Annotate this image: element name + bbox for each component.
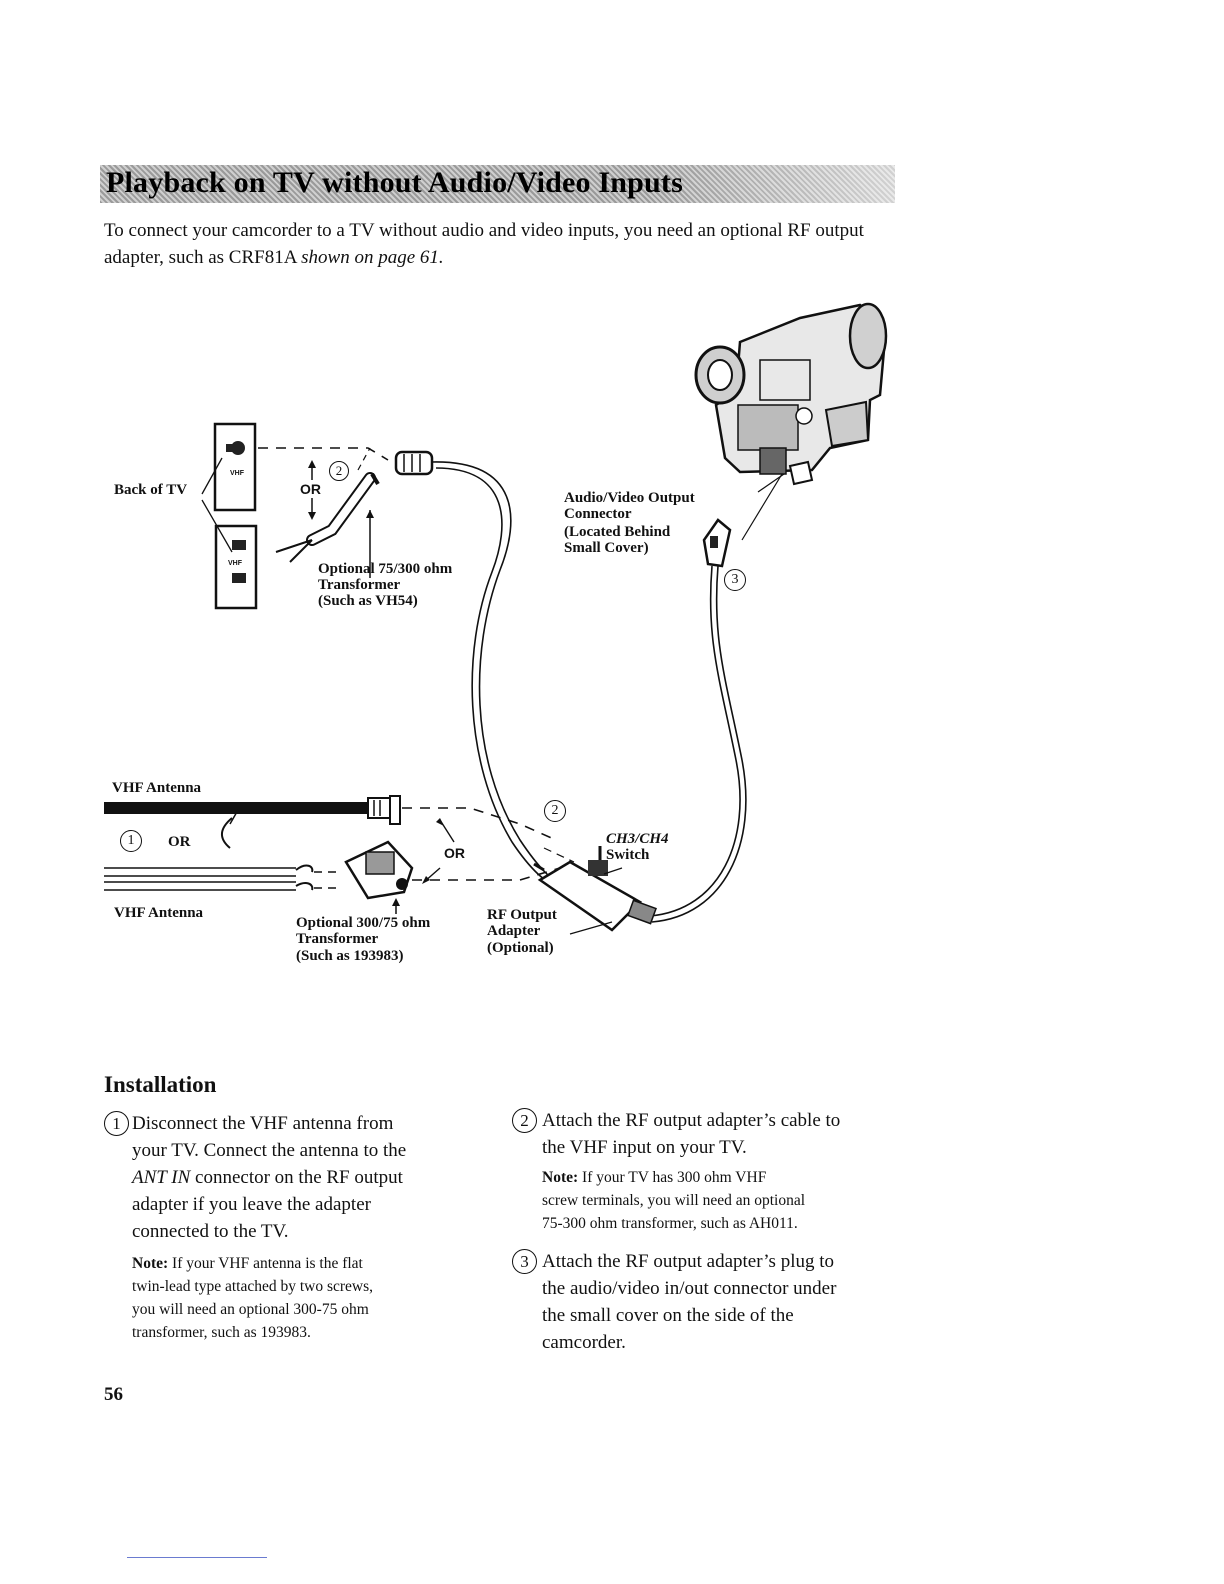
transformer-75-300-line2: Transformer — [318, 577, 401, 593]
ch-switch-line1: CH3/CH4 — [606, 831, 669, 847]
install-step-3-text: Attach the RF output adapter’s plug to t… — [542, 1251, 837, 1353]
or-label-middle: OR — [444, 845, 465, 861]
intro-page-reference: shown on page 61. — [301, 247, 444, 268]
vhf-antenna-top-label: VHF Antenna — [112, 780, 202, 796]
note-label: Note: — [132, 1255, 169, 1272]
vhf-antenna-twin-lead — [104, 864, 340, 891]
tv-vhf-panel-bottom — [214, 524, 258, 610]
transformer-75-300-line1: Optional 75/300 ohm — [318, 561, 453, 577]
footer-rule — [127, 1557, 267, 1558]
intro-paragraph: To connect your camcorder to a TV withou… — [104, 217, 864, 271]
av-connector-line1: Audio/Video Output — [564, 490, 695, 506]
install-step-2-note: Note: If your TV has 300 ohm VHF screw t… — [542, 1169, 806, 1232]
transformer-75-300-drawing — [275, 447, 380, 563]
transformer-300-75-line3: (Such as 193983) — [296, 948, 404, 964]
rf-output-adapter-drawing — [533, 846, 657, 932]
install-step-1-line: adapter if you leave the adapter — [132, 1194, 371, 1215]
install-step-1-line: ANT IN connector on the RF output — [132, 1167, 403, 1188]
install-step-1-number: 1 — [104, 1111, 129, 1136]
transformer-75-300-line3: (Such as VH54) — [318, 593, 418, 609]
vhf-antenna-bottom-label: VHF Antenna — [114, 905, 204, 921]
vhf-terminal-label-top: VHF — [230, 470, 244, 477]
step-2-marker-top: 2 — [329, 461, 349, 481]
page-title: Playback on TV without Audio/Video Input… — [106, 166, 683, 199]
banner-fade — [660, 165, 895, 203]
ch-switch-line2: Switch — [606, 847, 650, 863]
av-connector-line2: Connector — [564, 506, 632, 522]
install-step-1-note: Note: If your VHF antenna is the flat tw… — [132, 1255, 374, 1341]
install-step-3-number: 3 — [512, 1249, 537, 1274]
install-step-1-line: your TV. Connect the antenna to the — [132, 1140, 407, 1161]
ant-in-connector-name: ANT IN — [132, 1167, 191, 1188]
page-number: 56 — [104, 1384, 123, 1405]
step-3-marker: 3 — [724, 569, 746, 591]
title-banner: Playback on TV without Audio/Video Input… — [100, 165, 895, 203]
or-label-left: OR — [168, 834, 191, 850]
install-step-1-line: Disconnect the VHF antenna from — [132, 1113, 394, 1134]
note-label: Note: — [542, 1169, 579, 1186]
install-step-1-line: connected to the TV. — [132, 1221, 289, 1242]
back-of-tv-label: Back of TV — [114, 482, 188, 498]
vhf-antenna-coax — [104, 795, 557, 841]
vhf-terminal-label-bottom: VHF — [228, 560, 242, 567]
rf-adapter-line2: Adapter — [487, 923, 541, 939]
install-step-2-text: Attach the RF output adapter’s cable to … — [542, 1110, 841, 1158]
step-1-marker: 1 — [120, 830, 142, 852]
intro-text: To connect your camcorder to a TV withou… — [104, 220, 864, 268]
transformer-300-75-drawing — [344, 840, 414, 900]
install-step-1-text: Disconnect the VHF antenna from your TV.… — [132, 1110, 492, 1245]
installation-heading: Installation — [104, 1072, 217, 1097]
step-2-marker-bottom: 2 — [544, 800, 566, 822]
or-label-top: OR — [300, 481, 321, 497]
coax-plug-top — [394, 450, 434, 476]
transformer-300-75-line2: Transformer — [296, 931, 379, 947]
transformer-300-75-line1: Optional 300/75 ohm — [296, 915, 431, 931]
av-connector-line4: Small Cover) — [564, 540, 649, 556]
rf-adapter-line3: (Optional) — [487, 940, 554, 956]
tv-vhf-panel-top — [213, 422, 257, 512]
install-step-2-number: 2 — [512, 1108, 537, 1133]
rf-adapter-line1: RF Output — [487, 907, 557, 923]
camcorder-drawing — [694, 302, 888, 486]
av-connector-line3: (Located Behind — [564, 524, 671, 540]
av-plug — [702, 518, 732, 568]
